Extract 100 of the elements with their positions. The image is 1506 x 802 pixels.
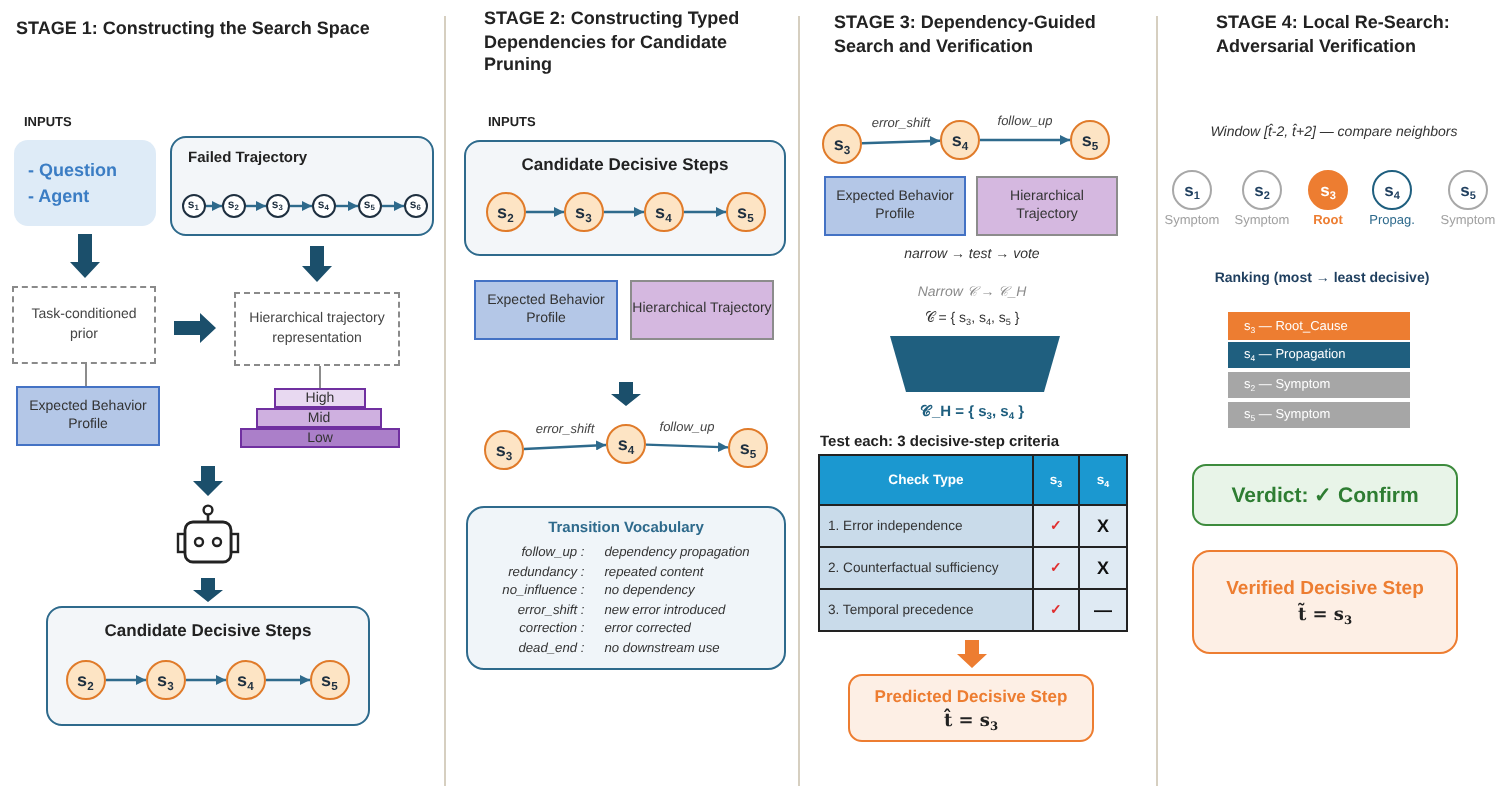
arrow	[106, 675, 146, 685]
arrow	[526, 207, 564, 217]
arrow	[645, 442, 729, 452]
tier-bar	[256, 408, 382, 428]
block-arrow	[193, 578, 223, 602]
block-arrow	[193, 466, 223, 496]
dashed-box	[234, 292, 400, 366]
step-circle	[1242, 170, 1282, 210]
arrow	[186, 675, 226, 685]
table-cell: —	[1080, 590, 1126, 630]
step-label: s$_{5}$	[1460, 180, 1476, 200]
step-label: s$_{3}$	[833, 134, 851, 154]
formula: t̂ = s$_{3}$	[943, 711, 999, 731]
step-circle	[563, 191, 604, 232]
arrow	[246, 201, 266, 211]
panel-title: Candidate Decisive Steps	[521, 154, 729, 174]
trajectory-panel	[170, 136, 434, 236]
box-label: Predicted Decisive Step	[874, 685, 1068, 705]
step-circle	[1070, 120, 1110, 160]
box-label: - Question	[28, 158, 117, 183]
step-label: s$_{2}$	[497, 201, 514, 222]
step-label: s$_{3}$	[157, 669, 174, 690]
stage-heading: STAGE 4: Local Re-Search: Adversarial Verification	[1216, 12, 1452, 59]
table-cell: X	[1080, 506, 1126, 546]
stage-heading: STAGE 1: Constructing the Search Space	[16, 18, 372, 42]
trajectory-box	[630, 280, 774, 340]
arrow	[382, 201, 404, 211]
step-circle	[1172, 170, 1212, 210]
step-circle	[822, 124, 862, 164]
ranking-bar	[1228, 342, 1410, 368]
step-circle	[725, 191, 766, 232]
step-label: s$_{1}$	[1184, 180, 1200, 200]
result-box	[1192, 550, 1458, 654]
result-box	[848, 674, 1094, 742]
box-label: Verified Decisive Step	[1226, 578, 1424, 600]
arrow	[604, 207, 644, 217]
step-circle	[403, 193, 428, 218]
step-label: s$_{4}$	[951, 130, 969, 150]
candidate-panel	[46, 606, 370, 726]
ranking-bar	[1228, 312, 1410, 340]
arrow	[684, 207, 726, 217]
profile-box	[824, 176, 966, 236]
step-label: s$_{4}$	[1384, 180, 1400, 200]
step-circle	[221, 193, 246, 218]
step-circle	[65, 659, 106, 700]
step-label: s$_{4}$	[655, 201, 672, 222]
step-circle	[606, 424, 646, 464]
table-cell: X	[1080, 548, 1126, 588]
step-label: s$_{3}$	[1320, 180, 1336, 200]
stage-heading: STAGE 2: Constructing Typed Dependencies for Candidate Pruning	[484, 8, 742, 79]
connector-line	[85, 363, 87, 387]
ranking-bar	[1228, 402, 1410, 428]
profile-box	[16, 386, 160, 446]
panel-title: Candidate Decisive Steps	[104, 620, 312, 640]
arrow	[336, 201, 358, 211]
step-label: s$_{5}$	[321, 669, 338, 690]
step-circle	[181, 193, 206, 218]
step-circle	[357, 193, 382, 218]
step-label: s$_{3}$	[575, 201, 592, 222]
step-label: s$_{5}$	[739, 438, 757, 458]
step-circle	[311, 193, 336, 218]
formula: t̃ = s$_{3}$	[1297, 606, 1353, 626]
arrow	[290, 201, 312, 211]
verdict-box	[1192, 464, 1458, 526]
tier-bar	[240, 428, 400, 448]
box-label: Verdict: ✓ Confirm	[1231, 482, 1419, 508]
step-label: s$_{4}$	[617, 434, 635, 454]
step-circle	[485, 191, 526, 232]
arrow	[206, 201, 222, 211]
step-label: s$_{4}$	[237, 669, 254, 690]
block-arrow	[174, 313, 216, 343]
step-label: s$_{5}$	[1081, 130, 1099, 150]
arrow	[523, 440, 607, 451]
arrow	[266, 675, 310, 685]
step-circle	[145, 659, 186, 700]
step-label: s$_{2}$	[77, 669, 94, 690]
vocabulary-panel	[466, 506, 786, 670]
profile-box	[474, 280, 618, 340]
step-circle	[265, 193, 290, 218]
connector-line	[319, 365, 321, 389]
block-arrow	[611, 382, 641, 406]
step-circle	[225, 659, 266, 700]
step-label: s$_{5}$	[737, 201, 754, 222]
step-circle	[1372, 170, 1412, 210]
arrow	[861, 136, 941, 146]
block-arrow	[957, 640, 987, 668]
arrow	[980, 135, 1070, 145]
step-label: s$_{2}$	[1254, 180, 1270, 200]
block-arrow	[70, 234, 100, 278]
box-label: - Agent	[28, 183, 90, 208]
ranking-bar	[1228, 372, 1410, 398]
step-circle	[940, 120, 980, 160]
block-arrow	[302, 246, 332, 282]
step-circle	[1448, 170, 1488, 210]
step-circle	[309, 659, 350, 700]
candidate-panel	[464, 140, 786, 256]
tier-bar	[274, 388, 366, 408]
trajectory-box	[976, 176, 1118, 236]
step-circle	[728, 428, 768, 468]
dashed-box	[12, 286, 156, 364]
